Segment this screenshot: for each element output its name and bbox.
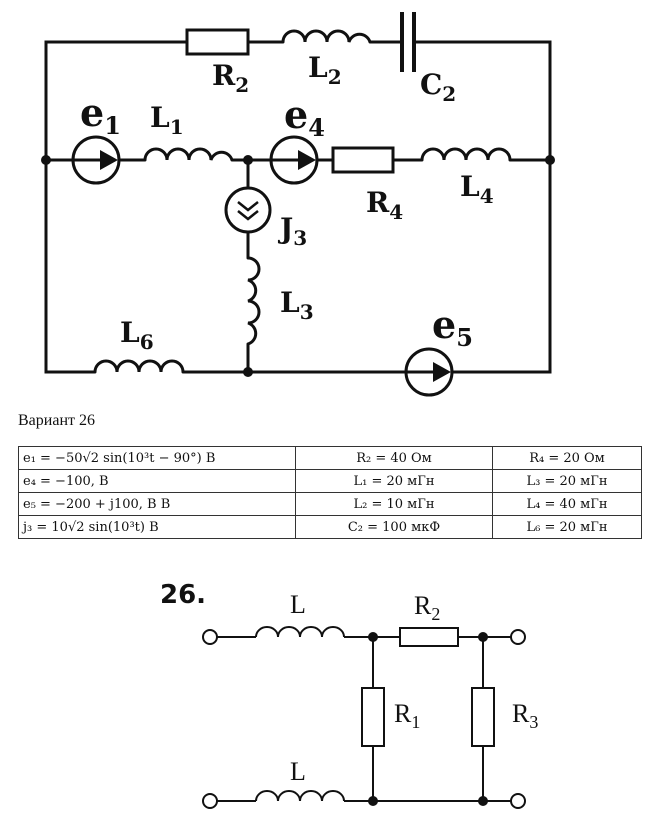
variant-label: Вариант 26 xyxy=(18,412,95,429)
label-r4: R4 xyxy=(366,186,403,224)
table-cell: L₄ = 40 мГн xyxy=(492,492,642,516)
table-row: j₃ = 10√2 sin(10³t) В C₂ = 100 мкФ L₆ = … xyxy=(18,515,642,539)
source-e4 xyxy=(269,135,319,185)
table-cell: j₃ = 10√2 sin(10³t) В xyxy=(18,515,296,539)
table-row: e₄ = −100, В L₁ = 20 мГн L₃ = 20 мГн xyxy=(18,469,642,493)
node xyxy=(243,155,253,165)
table-cell: L₂ = 10 мГн xyxy=(295,492,493,516)
parameters-table: e₁ = −50√2 sin(10³t − 90°) В R₂ = 40 Ом … xyxy=(18,446,642,539)
fourpole-number: 26. xyxy=(160,580,207,610)
table-cell: C₂ = 100 мкФ xyxy=(295,515,493,539)
label-l1: L1 xyxy=(150,101,184,139)
label-l2: L2 xyxy=(308,51,342,89)
label-r2: R2 xyxy=(414,591,440,624)
label-l-top: L xyxy=(290,590,306,619)
table-row: e₁ = −50√2 sin(10³t − 90°) В R₂ = 40 Ом … xyxy=(18,446,642,470)
terminal xyxy=(510,629,526,645)
wire-bottom xyxy=(44,158,408,374)
label-l6: L6 xyxy=(120,316,154,354)
inductor-l-bottom xyxy=(255,790,345,802)
current-source-j3 xyxy=(224,186,272,234)
inductor-l4 xyxy=(420,147,512,161)
inductor-l3 xyxy=(247,256,261,346)
terminal xyxy=(202,793,218,809)
table-cell: e₄ = −100, В xyxy=(18,469,296,493)
table-cell: L₆ = 20 мГн xyxy=(492,515,642,539)
source-e1 xyxy=(71,135,121,185)
fourpole-diagram: L L R2 R1 R3 xyxy=(202,590,538,809)
resistor-r2 xyxy=(185,28,250,56)
table-cell: R₄ = 20 Ом xyxy=(492,446,642,470)
main-circuit-diagram: R2 L2 C2 e1 L1 e4 R4 L4 J3 L3 L6 e5 xyxy=(41,12,555,397)
table-cell: e₅ = −200 + j100, B В xyxy=(18,492,296,516)
table-cell: e₁ = −50√2 sin(10³t − 90°) В xyxy=(18,446,296,470)
inductor-l2 xyxy=(281,29,372,43)
terminal xyxy=(510,793,526,809)
resistor-r2 xyxy=(399,627,459,647)
label-l3: L3 xyxy=(280,286,314,324)
table-row: e₅ = −200 + j100, B В L₂ = 10 мГн L₄ = 4… xyxy=(18,492,642,516)
terminal xyxy=(202,629,218,645)
label-c2: C2 xyxy=(420,68,456,106)
label-e4: e4 xyxy=(284,92,325,142)
wire-top xyxy=(44,40,552,162)
wire-right xyxy=(450,158,552,374)
inductor-l6 xyxy=(93,359,185,373)
inductor-l-top xyxy=(255,626,345,638)
label-e5: e5 xyxy=(432,302,473,352)
label-r3: R3 xyxy=(512,699,538,732)
node xyxy=(478,632,488,642)
table-cell: L₃ = 20 мГн xyxy=(492,469,642,493)
label-l-bottom: L xyxy=(290,757,306,786)
source-e5 xyxy=(404,347,454,397)
resistor-r1 xyxy=(361,687,385,747)
node xyxy=(478,796,488,806)
table-cell: L₁ = 20 мГн xyxy=(295,469,493,493)
label-l4: L4 xyxy=(460,170,494,208)
node xyxy=(368,796,378,806)
node xyxy=(545,155,555,165)
node xyxy=(41,155,51,165)
node xyxy=(368,632,378,642)
table-cell: R₂ = 40 Ом xyxy=(295,446,493,470)
label-j3: J3 xyxy=(277,212,307,250)
inductor-l1 xyxy=(143,147,234,161)
resistor-r4 xyxy=(331,146,395,174)
resistor-r3 xyxy=(471,687,495,747)
label-e1: e1 xyxy=(80,90,121,140)
label-r2: R2 xyxy=(212,59,249,97)
node xyxy=(243,367,253,377)
capacitor-c2 xyxy=(400,12,416,72)
label-r1: R1 xyxy=(394,699,420,732)
